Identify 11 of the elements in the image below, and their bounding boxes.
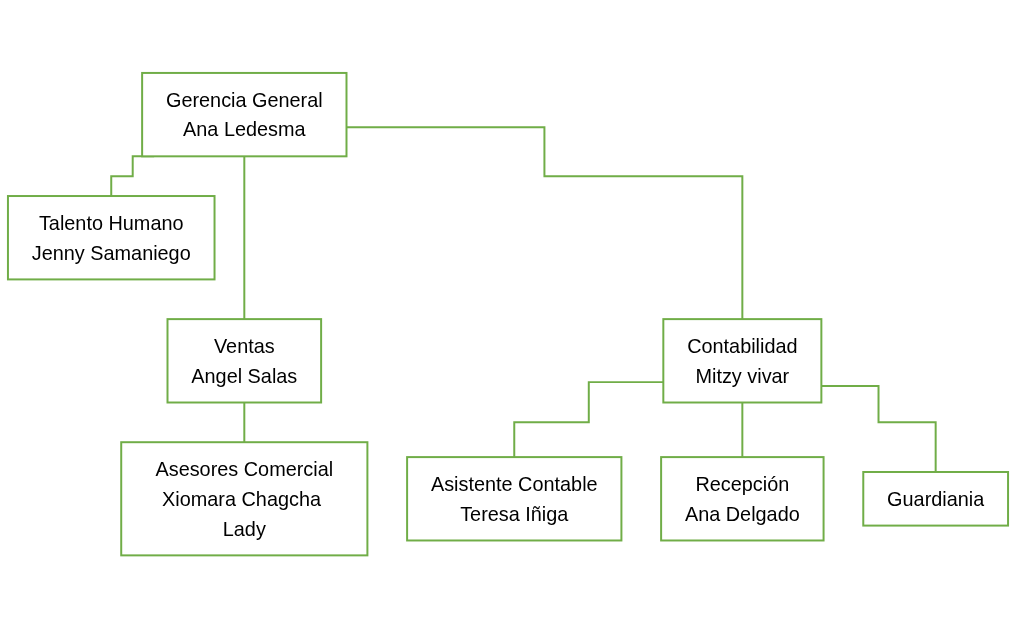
node-box: Asistente Contable Teresa Iñiga <box>406 456 623 542</box>
node-box: Recepción Ana Delgado <box>660 456 825 542</box>
node-box: Ventas Angel Salas <box>166 318 323 404</box>
node-box: Gerencia General Ana Ledesma <box>141 72 348 158</box>
connector <box>243 155 246 321</box>
connector <box>741 401 744 459</box>
node-box: Contabilidad Mitzy vivar <box>662 318 823 404</box>
node-box: Asesores Comercial Xiomara Chagcha Lady <box>120 441 369 557</box>
node-box: Talento Humano Jenny Samaniego <box>6 195 216 281</box>
node-box: Guardiania <box>862 471 1010 527</box>
connector <box>243 401 246 444</box>
